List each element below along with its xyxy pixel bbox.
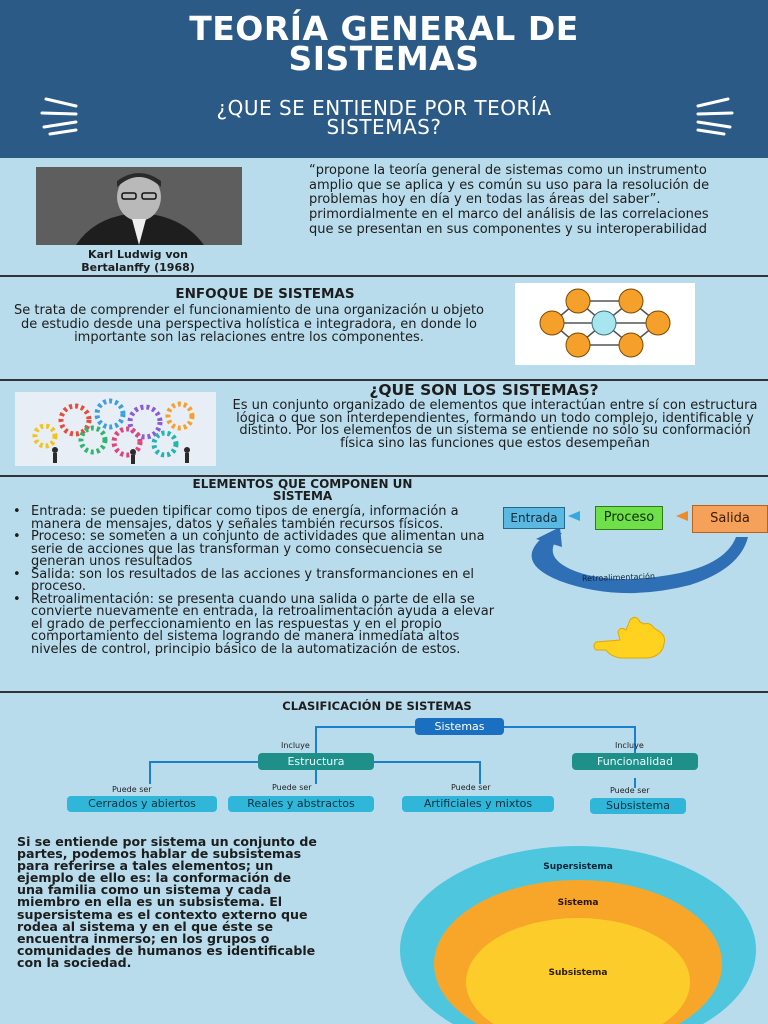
cerrados-abiertos-node: Cerrados y abiertos <box>67 796 217 812</box>
subtitle-line-1: ¿QUE SE ENTIENDE POR TEORÍA <box>216 96 552 120</box>
system-flow-diagram: Entrada Proceso Salida Retroalimentación <box>500 503 768 598</box>
title-line-2: SISTEMAS <box>288 39 480 78</box>
enfoque-title: ENFOQUE DE SISTEMAS <box>175 286 355 302</box>
list-item: Salida: son los resultados de las accion… <box>8 568 498 594</box>
entrada-box: Entrada <box>503 507 565 529</box>
list-item: Entrada: se pueden tipificar como tipos … <box>8 505 498 531</box>
list-item: Proceso: se someten a un conjunto de act… <box>8 530 498 569</box>
que-son-title: ¿QUE SON LOS SISTEMAS? <box>369 381 599 399</box>
elementos-title-line-2: SISTEMA <box>272 488 333 503</box>
clasificacion-title: CLASIFICACIÓN DE SISTEMAS <box>282 699 472 713</box>
puede-ser-label: Puede ser <box>451 783 491 792</box>
divider <box>0 475 768 477</box>
caption-line-2: Bertalanffy (1968) <box>81 261 195 274</box>
divider <box>0 275 768 277</box>
artificiales-mixtos-node: Artificiales y mixtos <box>402 796 554 812</box>
page-subtitle: ¿QUE SE ENTIENDE POR TEORÍA SISTEMAS? <box>130 96 638 139</box>
subsistema-label: Subsistema <box>548 968 608 978</box>
title-line-1: TEORÍA GENERAL DE <box>189 9 579 48</box>
closing-text: Si se entiende por sistema un conjunto d… <box>17 834 317 970</box>
pointing-hand-icon <box>593 616 665 659</box>
portrait-figure-icon <box>36 167 242 245</box>
sistemas-node: Sistemas <box>415 718 504 735</box>
funcionalidad-node: Funcionalidad <box>572 753 698 770</box>
incluye-label-left: Incluye <box>281 741 310 750</box>
puede-ser-label: Puede ser <box>272 783 312 792</box>
header-banner: TEORÍA GENERAL DE SISTEMAS ¿QUE SE ENTIE… <box>0 0 768 158</box>
sistema-label: Sistema <box>557 898 599 908</box>
salida-box: Salida <box>692 505 768 533</box>
burst-lines-right-icon <box>696 97 734 136</box>
incluye-label-right: Incluye <box>615 741 644 750</box>
elementos-list: Entrada: se pueden tipificar como tipos … <box>8 505 498 657</box>
enfoque-text: Se trata de comprender el funcionamiento… <box>13 303 485 345</box>
portrait-photo <box>36 167 242 245</box>
classification-tree: Sistemas Incluye Incluye Estructura Func… <box>0 700 768 825</box>
portrait-caption: Karl Ludwig von Bertalanffy (1968) <box>40 248 236 274</box>
que-son-text: Es un conjunto organizado de elementos q… <box>232 398 758 451</box>
elementos-title-line-1: ELEMENTOS QUE COMPONEN UN <box>192 477 413 491</box>
burst-lines-left-icon <box>40 97 78 136</box>
proceso-box: Proceso <box>595 506 663 530</box>
list-item: Retroalimentación: se presenta cuando un… <box>8 593 498 657</box>
subsistema-node: Subsistema <box>590 798 686 814</box>
nested-systems-diagram: Supersistema Sistema Subsistema <box>400 844 756 1024</box>
divider <box>0 379 768 381</box>
caption-line-1: Karl Ludwig von <box>88 248 188 261</box>
elementos-title: ELEMENTOS QUE COMPONEN UN SISTEMA <box>130 477 475 503</box>
puede-ser-label: Puede ser <box>610 786 650 795</box>
reales-abstractos-node: Reales y abstractos <box>228 796 374 812</box>
page-title: TEORÍA GENERAL DE SISTEMAS <box>0 9 768 78</box>
estructura-node: Estructura <box>258 753 374 770</box>
intro-quote: “propone la teoría general de sistemas c… <box>309 163 710 237</box>
divider <box>0 691 768 693</box>
supersistema-label: Supersistema <box>543 862 613 872</box>
subtitle-line-2: SISTEMAS? <box>326 115 442 139</box>
network-diagram <box>515 283 695 365</box>
gears-illustration <box>15 392 216 466</box>
puede-ser-label: Puede ser <box>112 785 152 794</box>
